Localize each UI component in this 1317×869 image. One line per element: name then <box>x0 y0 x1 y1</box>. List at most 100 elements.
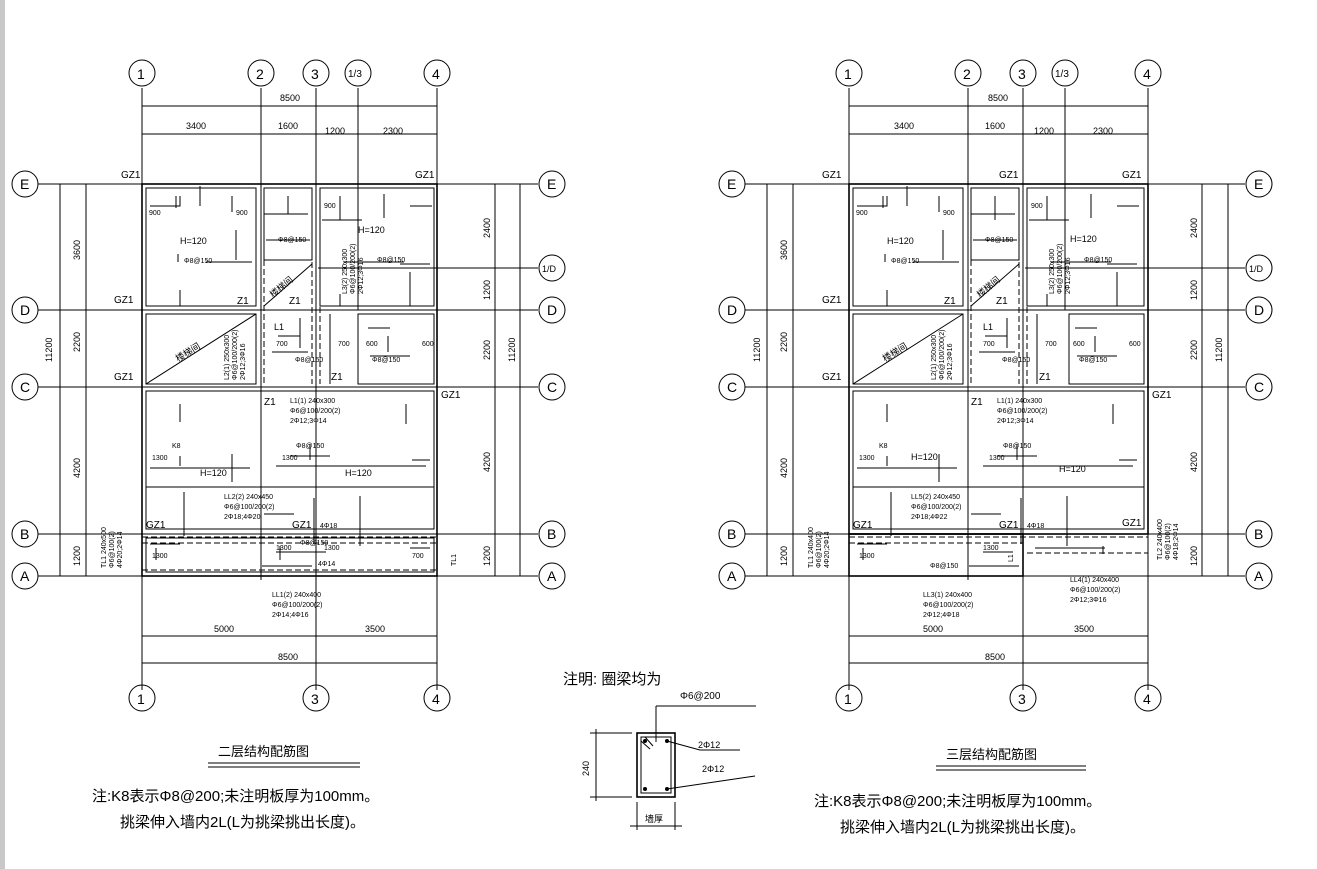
axis-label: 1 <box>137 691 145 707</box>
axis-bubble <box>538 170 566 198</box>
right-dim-seg: 4200 <box>1189 452 1199 472</box>
left-dim-seg: 4200 <box>72 458 82 478</box>
slab-thickness: H=120 <box>358 225 385 235</box>
slab-thickness: H=120 <box>1070 234 1097 244</box>
rebar-length: 1300 <box>983 545 999 552</box>
plan-note: 挑梁伸入墙内2L(L为挑梁挑出长度)。 <box>840 819 1085 836</box>
right-dim-seg: 1200 <box>1189 280 1199 300</box>
axis-bubble <box>11 170 39 198</box>
column-label: Z1 <box>944 296 956 307</box>
axis-label: B <box>547 526 556 542</box>
column-label: GZ1 <box>1152 390 1172 401</box>
axis-label: 1/D <box>1249 264 1264 274</box>
rebar-length: 1300 <box>324 545 340 552</box>
axis-bubble <box>1134 684 1162 712</box>
axis-label: E <box>20 176 29 192</box>
rebar-length: 700 <box>338 341 350 348</box>
column-label: GZ1 <box>853 520 873 531</box>
axis-bubble <box>538 373 566 401</box>
top-dim-seg: 2300 <box>1093 126 1113 136</box>
axis-bubble <box>423 684 451 712</box>
column-label: GZ1 <box>1122 170 1142 181</box>
beam-L3: L3(2) 250x300 Φ6@100/200(2) 2Φ12;3Φ16 <box>342 244 365 294</box>
axis-label: D <box>20 302 30 318</box>
left-dim-seg: 1200 <box>72 546 82 566</box>
column-label: GZ1 <box>114 372 134 383</box>
axis-bubble <box>1245 170 1273 198</box>
axis-label: B <box>20 526 29 542</box>
column-label: GZ1 <box>822 372 842 383</box>
svg-text:2Φ12;3Φ16: 2Φ12;3Φ16 <box>240 343 247 380</box>
svg-text:Φ6@100/200(2): Φ6@100/200(2) <box>911 504 961 511</box>
top-dim-seg: 1200 <box>325 126 345 136</box>
axis-label: A <box>727 568 737 584</box>
right-dim-seg: 2200 <box>482 340 492 360</box>
rebar-length: 600 <box>366 341 378 348</box>
axis-label: C <box>20 379 30 395</box>
svg-text:Φ6@100/200(2): Φ6@100/200(2) <box>224 504 274 511</box>
right-dim-seg: 4200 <box>482 452 492 472</box>
axis-label: 1/3 <box>348 69 362 80</box>
svg-text:2Φ12;3Φ16: 2Φ12;3Φ16 <box>947 343 954 380</box>
axis-label: D <box>1254 302 1264 318</box>
top-total-dim: 8500 <box>988 93 1008 103</box>
rebar-length: 700 <box>276 341 288 348</box>
axis-bubble <box>11 520 39 548</box>
svg-text:L1(1) 240x300: L1(1) 240x300 <box>290 398 335 405</box>
svg-text:Φ6@100/200(2): Φ6@100/200(2) <box>1057 244 1064 294</box>
svg-text:4Φ18;2Φ14: 4Φ18;2Φ14 <box>1173 523 1180 560</box>
column-label: GZ1 <box>415 170 435 181</box>
axis-label: 1/3 <box>1055 69 1069 80</box>
beam-L1: L1(1) 240x300 Φ6@100/200(2) 2Φ12;3Φ14 <box>290 398 340 425</box>
beam-LL1: LL1(2) 240x400 Φ6@100/200(2) 2Φ14;4Φ16 <box>272 592 322 619</box>
axis-label: C <box>1254 379 1264 395</box>
svg-text:2Φ12;3Φ14: 2Φ12;3Φ14 <box>290 418 327 425</box>
rebar-spacing: Φ8@150 <box>377 257 405 264</box>
svg-text:L1(1) 240x300: L1(1) 240x300 <box>997 398 1042 405</box>
axis-bubble <box>718 296 746 324</box>
plan-second-floor: 8500 3400 1600 1200 2300 5000 3500 8500 … <box>11 59 566 831</box>
beam-TL1-left: TL1 240x500 Φ6@100(2) 4Φ20;2Φ14 <box>101 527 124 568</box>
left-dim-seg: 3600 <box>779 240 789 260</box>
beam-LL4: LL4(1) 240x400 Φ6@100/200(2) 2Φ12;3Φ16 <box>1070 577 1120 604</box>
axis-label: E <box>547 176 556 192</box>
axis-label: 1/D <box>542 264 557 274</box>
axis-bubble <box>11 373 39 401</box>
column-label: GZ1 <box>999 170 1019 181</box>
right-dim-seg: 2200 <box>1189 340 1199 360</box>
left-dim-seg: 3600 <box>72 240 82 260</box>
svg-text:2Φ12;3Φ16: 2Φ12;3Φ16 <box>1070 597 1107 604</box>
beam-LL2: LL2(2) 240x450 Φ6@100/200(2) 2Φ18;4Φ20 <box>224 494 274 521</box>
rebar-length: 900 <box>856 210 868 217</box>
rebar-spacing: Φ8@150 <box>372 357 400 364</box>
svg-text:TL2 240x400: TL2 240x400 <box>1157 519 1164 560</box>
top-dim-seg: 3400 <box>894 121 914 131</box>
axis-label: 3 <box>1018 691 1026 707</box>
beam-L2: L2(1) 250x300 Φ6@100/200(2) 2Φ12;3Φ16 <box>224 330 247 380</box>
top-bars-label: 2Φ12 <box>698 740 720 750</box>
axis-label: 3 <box>311 66 319 82</box>
axis-bubble <box>718 562 746 590</box>
svg-text:TL1 240x400: TL1 240x400 <box>808 527 815 568</box>
left-dim-seg: 1200 <box>779 546 789 566</box>
axis-bubble <box>835 684 863 712</box>
rebar-spacing: Φ8@150 <box>1084 257 1112 264</box>
slab-thickness: H=120 <box>345 468 372 478</box>
top-dim-seg: 2300 <box>383 126 403 136</box>
right-dim-seg: 1200 <box>482 280 492 300</box>
beam-L1-tag: L1 <box>274 322 284 332</box>
axis-bubble <box>538 562 566 590</box>
column-label: GZ1 <box>999 520 1019 531</box>
axis-bubble <box>1009 59 1037 87</box>
svg-text:Φ6@100/200(2): Φ6@100/200(2) <box>939 330 946 380</box>
axis-label: A <box>20 568 30 584</box>
rebar-spacing: Φ8@150 <box>930 563 958 570</box>
axis-bubble <box>718 373 746 401</box>
svg-text:2Φ12;3Φ14: 2Φ12;3Φ14 <box>997 418 1034 425</box>
column-label: Z1 <box>289 296 301 307</box>
rebar-length: 700 <box>1045 341 1057 348</box>
rebar-length: 600 <box>1073 341 1085 348</box>
rebar-spacing: Φ8@150 <box>184 258 212 265</box>
axis-bubble <box>11 296 39 324</box>
beam-TL1-right: TL1 <box>451 554 458 566</box>
